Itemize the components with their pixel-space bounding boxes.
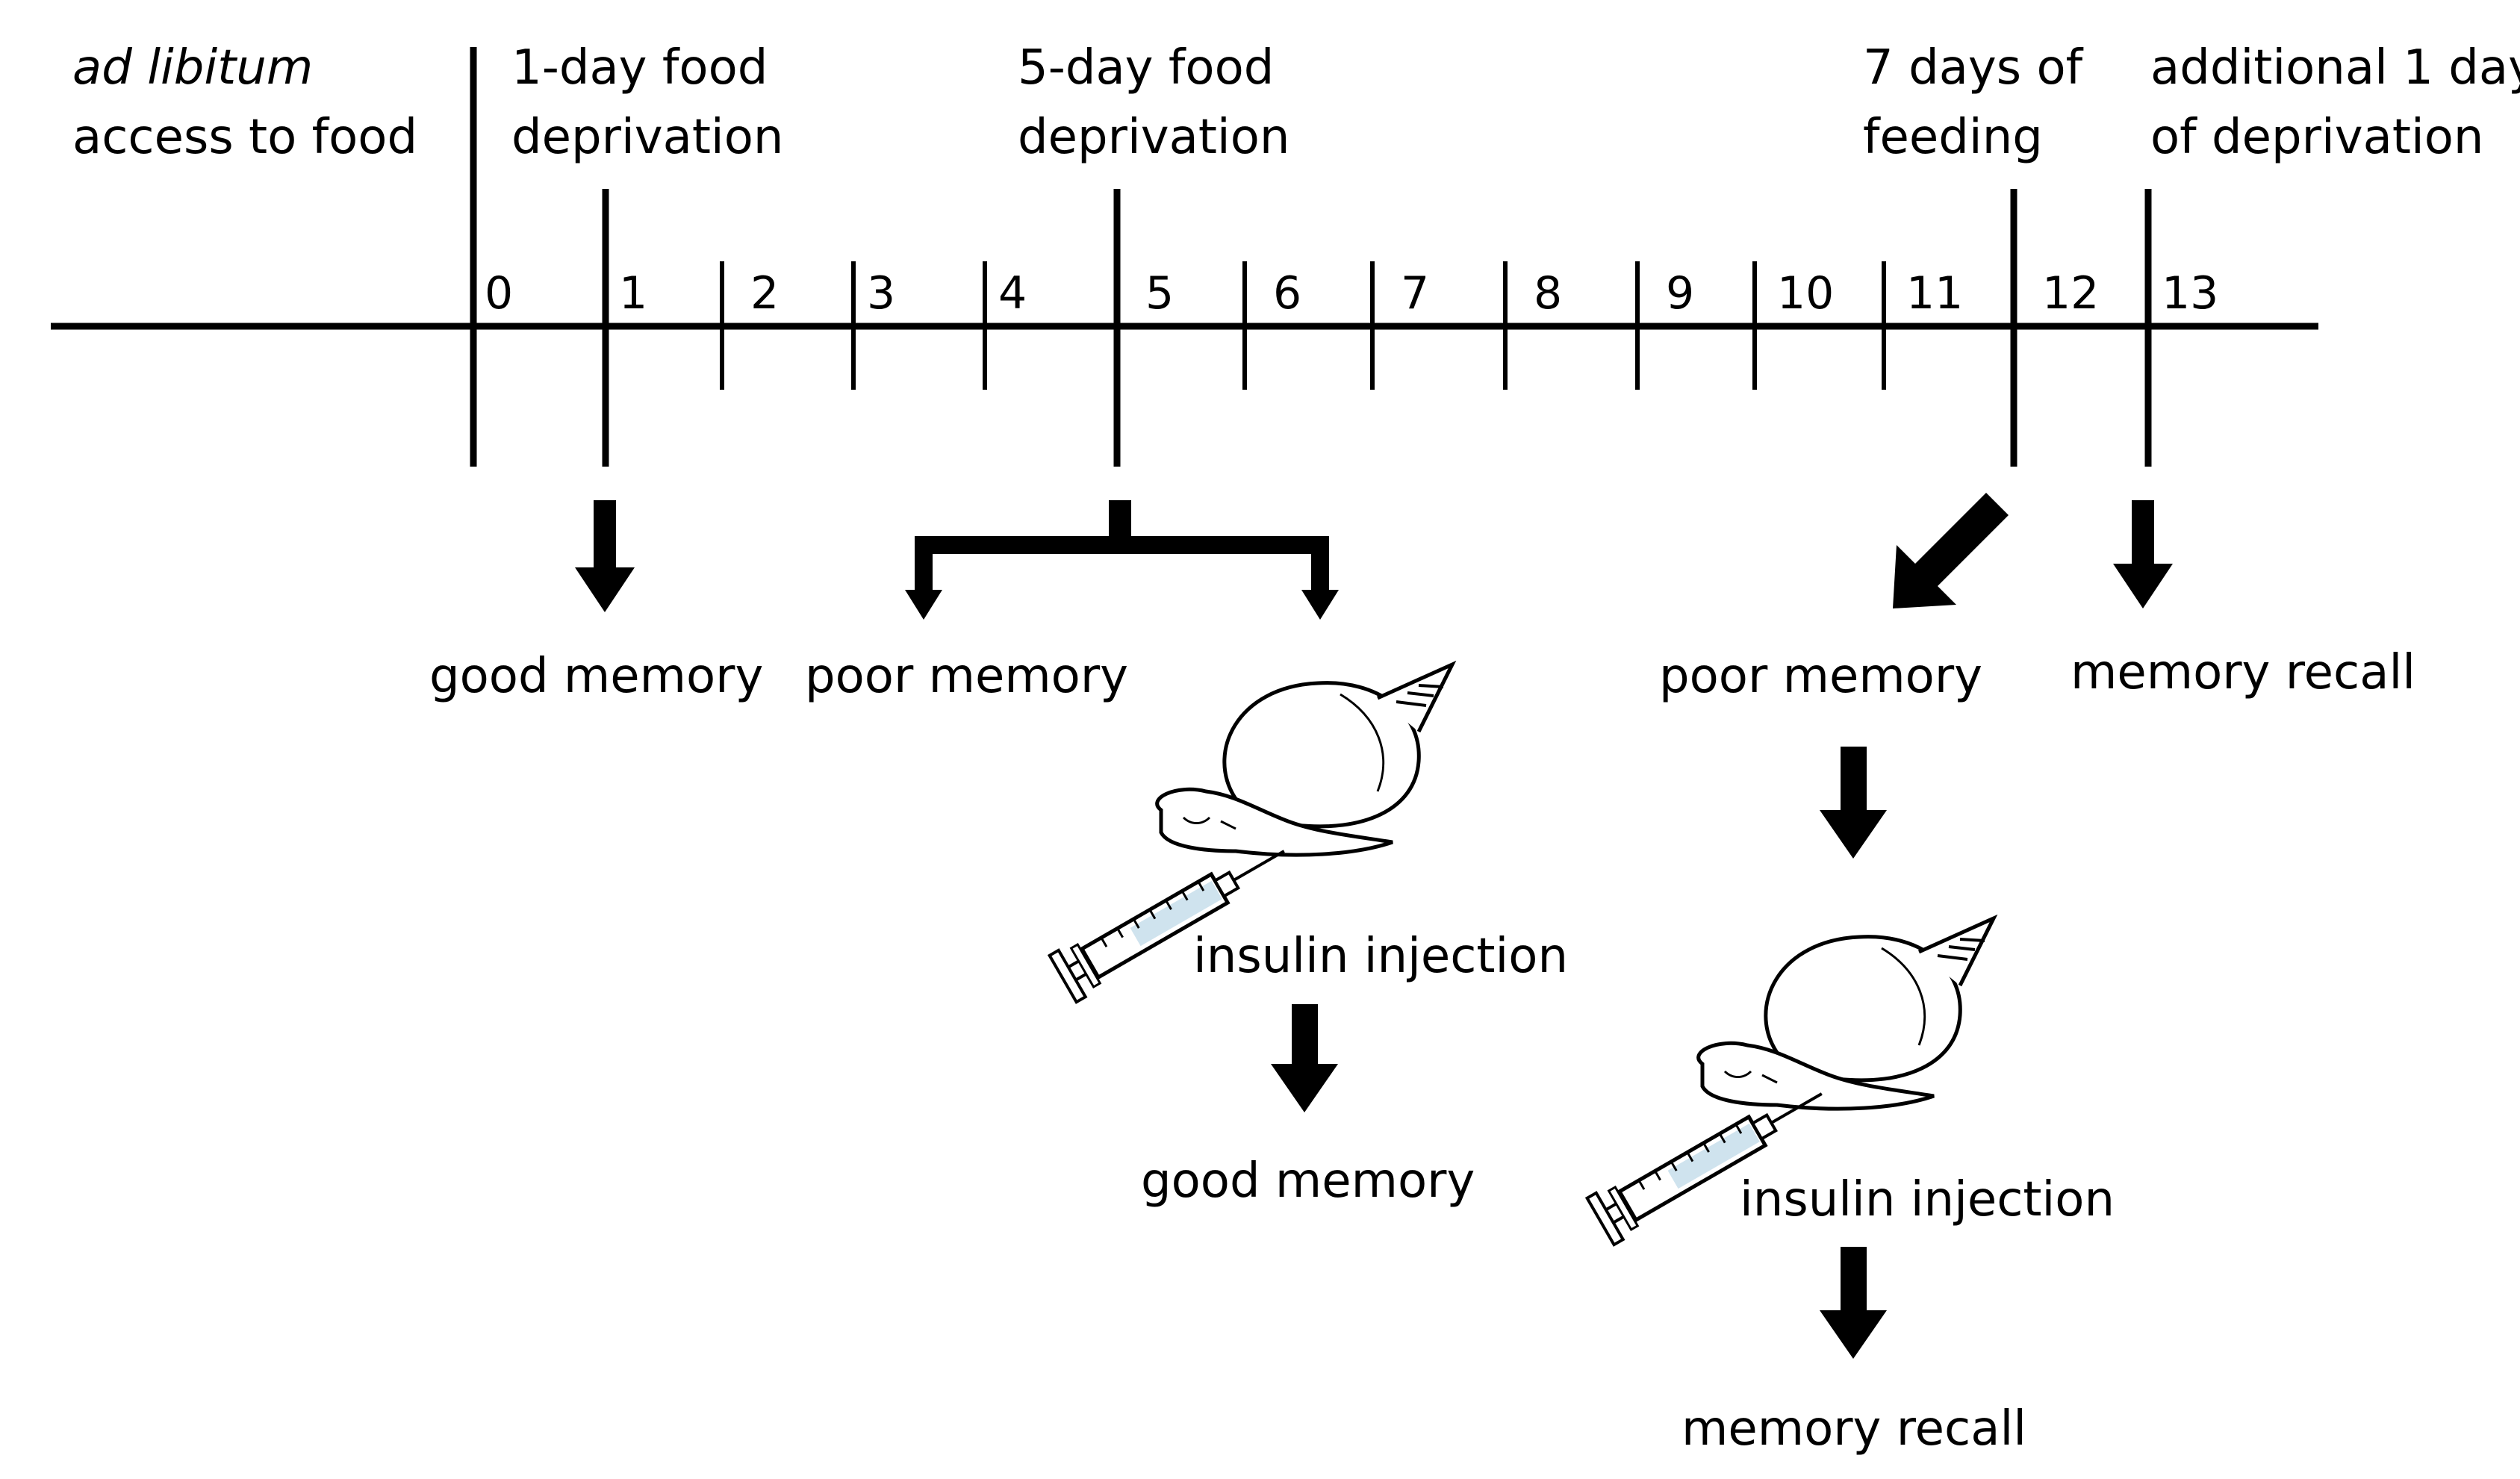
day13-outcome: memory recall: [2071, 500, 2415, 700]
seven-days-label-line2: feeding: [1863, 110, 2043, 165]
insulin-injection-day12-label: insulin injection: [1740, 1172, 2115, 1227]
tick-label: 2: [750, 267, 779, 320]
good-memory-after-insulin-label: good memory: [1141, 1153, 1475, 1209]
down-arrow-icon: [575, 500, 635, 612]
down-arrow-icon: [2113, 500, 2173, 608]
tick-label: 3: [867, 267, 895, 320]
tick-label: 8: [1534, 267, 1562, 320]
tick-label: 11: [1906, 267, 1963, 320]
poor-memory-label: poor memory: [805, 649, 1128, 704]
tick-label: 12: [2042, 267, 2099, 320]
bracket-fork-arrow-icon: [905, 500, 1339, 620]
one-day-label-line2: deprivation: [511, 110, 783, 165]
day1-outcome: good memory: [429, 500, 763, 704]
down-arrow-icon: [1271, 1004, 1338, 1112]
ad-libitum-label: ad libitum: [72, 40, 313, 96]
seven-days-label-line1: 7 days of: [1863, 40, 2084, 96]
header-ad-libitum: ad libitum access to food: [72, 40, 417, 165]
tick-label: 0: [485, 267, 513, 320]
tick-label: 7: [1401, 267, 1429, 320]
one-day-label-line1: 1-day food: [511, 40, 768, 96]
pond-snail-icon: [1157, 664, 1452, 855]
header-1-day: 1-day food deprivation: [511, 40, 783, 165]
header-5-day: 5-day food deprivation: [1018, 40, 1289, 165]
tick-label: 5: [1145, 267, 1174, 320]
additional-label-line2: of deprivation: [2150, 110, 2483, 165]
diagonal-arrow-icon: [1893, 493, 2009, 608]
day12-outcome: poor memory insulin injection memory rec…: [1587, 493, 2115, 1457]
down-arrow-icon: [1820, 747, 1887, 859]
tick-label: 1: [619, 267, 647, 320]
tick-label: 6: [1273, 267, 1301, 320]
good-memory-label: good memory: [429, 649, 763, 704]
five-day-label-line1: 5-day food: [1018, 40, 1274, 96]
tick-label: 9: [1666, 267, 1694, 320]
day5-outcome: poor memory insulin injection good memor…: [805, 500, 1568, 1209]
insulin-injection-label: insulin injection: [1193, 929, 1568, 984]
additional-label-line1: additional 1 day: [2150, 40, 2520, 96]
header-additional: additional 1 day of deprivation: [2150, 40, 2520, 165]
tick-label: 10: [1777, 267, 1834, 320]
pond-snail-icon: [1699, 918, 1994, 1109]
memory-recall-label: memory recall: [2071, 645, 2415, 700]
access-to-food-label: access to food: [72, 110, 417, 165]
down-arrow-icon: [1820, 1247, 1887, 1359]
poor-memory-day12-label: poor memory: [1659, 649, 1982, 704]
five-day-label-line2: deprivation: [1018, 110, 1289, 165]
header-7-days: 7 days of feeding: [1863, 40, 2084, 165]
memory-recall-day12-label: memory recall: [1681, 1401, 2026, 1457]
tick-label: 4: [998, 267, 1027, 320]
tick-label: 13: [2162, 267, 2218, 320]
